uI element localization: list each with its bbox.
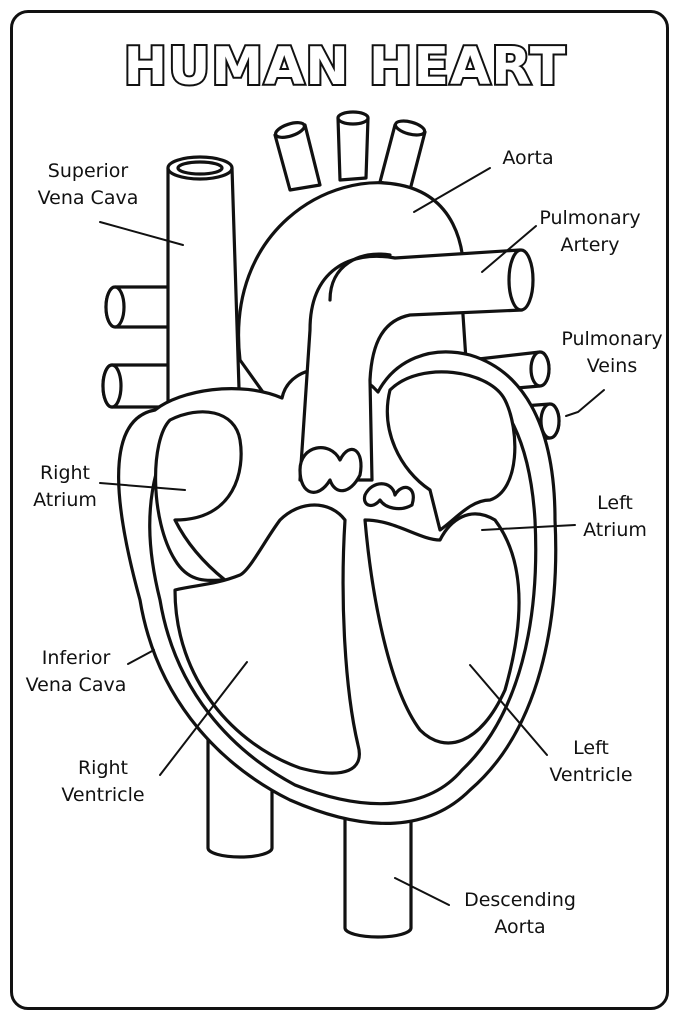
label-right-ventricle: Right Ventricle [48, 755, 158, 809]
label-line: Inferior [41, 647, 111, 669]
left-atrium-chamber [385, 370, 517, 532]
label-right-atrium: Right Atrium [20, 460, 110, 514]
label-line: Vena Cava [37, 187, 139, 209]
label-descending-aorta: Descending Aorta [455, 887, 585, 941]
label-line: Pulmonary [539, 207, 641, 229]
label-line: Vena Cava [25, 674, 127, 696]
right-ventricle-chamber [173, 503, 361, 775]
superior-vena-cava-vessel [166, 155, 242, 422]
label-aorta: Aorta [488, 145, 568, 172]
label-superior-vena-cava: Superior Vena Cava [28, 158, 148, 212]
left-vessels [101, 285, 182, 409]
label-left-ventricle: Left Ventricle [535, 735, 647, 789]
leader-lines [99, 167, 605, 906]
label-pulmonary-veins: Pulmonary Veins [552, 326, 672, 380]
label-line: Aorta [494, 916, 546, 938]
heart-inner-wall [148, 378, 538, 806]
label-line: Aorta [502, 147, 554, 169]
label-inferior-vena-cava: Inferior Vena Cava [18, 645, 134, 699]
label-line: Right [77, 757, 129, 779]
heart-valves [298, 446, 415, 511]
label-line: Artery [560, 234, 620, 256]
label-line: Ventricle [61, 784, 145, 806]
label-line: Left [573, 737, 609, 759]
label-line: Ventricle [549, 764, 633, 786]
label-line: Atrium [33, 489, 97, 511]
right-atrium-chamber [153, 410, 243, 582]
left-ventricle-chamber [363, 512, 521, 745]
pulmonary-artery-vessel [298, 248, 535, 482]
label-line: Left [597, 492, 633, 514]
label-line: Pulmonary [561, 328, 663, 350]
label-line: Right [39, 462, 91, 484]
label-pulmonary-artery: Pulmonary Artery [530, 205, 650, 259]
label-line: Superior [47, 160, 129, 182]
label-line: Descending [464, 889, 576, 911]
page-title: HUMAN HEART [124, 37, 567, 97]
label-line: Atrium [583, 519, 647, 541]
label-line: Veins [586, 355, 638, 377]
label-left-atrium: Left Atrium [570, 490, 660, 544]
